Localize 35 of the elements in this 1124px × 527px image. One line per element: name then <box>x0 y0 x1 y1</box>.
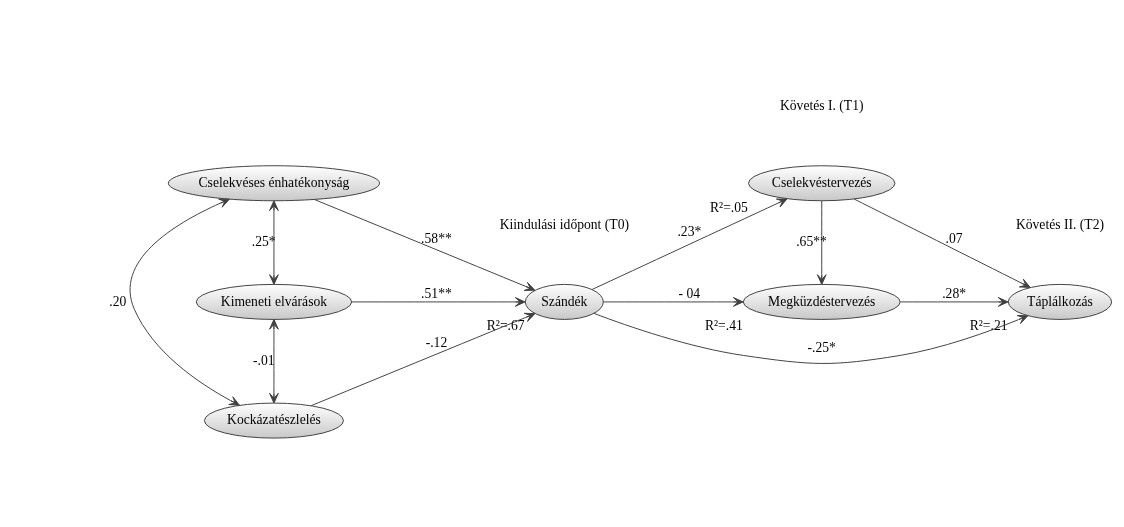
arrow <box>899 297 1009 307</box>
edge-label: - 04 <box>678 286 701 302</box>
arrow <box>593 312 1029 364</box>
label: Követés I. (T1) <box>779 98 864 113</box>
arrow <box>351 297 526 307</box>
arrow <box>603 297 744 307</box>
arrow <box>313 199 536 291</box>
edge-label: .28* <box>942 286 967 302</box>
edge-label: .51** <box>421 286 452 302</box>
node-ellipse: Cselekvéstervezés <box>748 165 896 202</box>
node-ellipse: Megküzdéstervezés <box>742 283 901 320</box>
edge-label: -.25* <box>807 339 836 355</box>
arrow <box>853 198 1031 288</box>
node-ellipse: Kimeneti elvárások <box>195 283 353 320</box>
arrow <box>310 312 536 407</box>
edge-label: .07 <box>945 230 963 246</box>
edge-label: .58** <box>421 230 452 246</box>
node-ellipse: Kockázatészlelés <box>203 402 344 439</box>
arrow <box>591 198 788 290</box>
node-label: R²=.05 <box>710 199 748 215</box>
arrow <box>816 200 827 285</box>
arrow <box>129 198 240 406</box>
arrow <box>269 319 279 404</box>
node-label: R²=.41 <box>704 318 743 334</box>
edge-label: -.12 <box>425 334 448 350</box>
edge-label: .25* <box>251 234 276 250</box>
node-label: R²=.21 <box>969 318 1008 334</box>
node-ellipse: Táplálkozás <box>1007 283 1113 320</box>
node-ellipse: Cselekvéses énhatékonyság <box>167 165 381 202</box>
label: Követés II. (T2) <box>1015 216 1104 232</box>
label: Kiindulási időpont (T0) <box>499 216 629 232</box>
edge-label: .23* <box>677 223 702 239</box>
edge-label: .20 <box>109 293 127 309</box>
edge-label: -.01 <box>252 352 275 368</box>
arrow <box>269 200 279 285</box>
